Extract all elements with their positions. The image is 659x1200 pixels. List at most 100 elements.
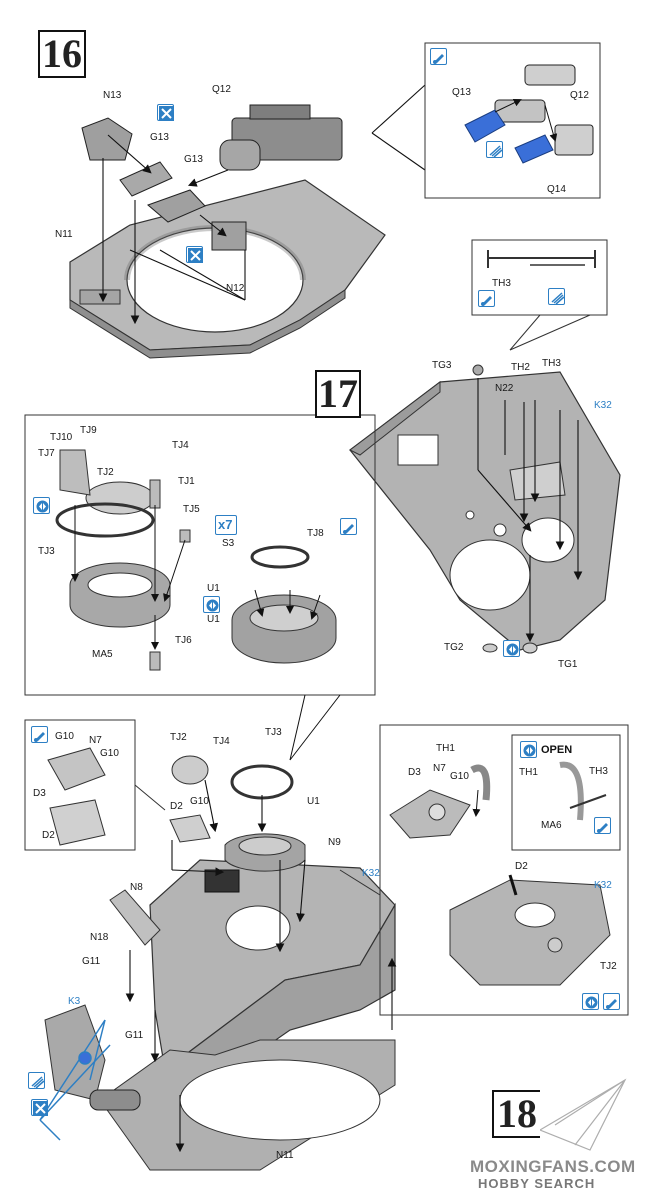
step-number-17: 17 bbox=[315, 370, 361, 418]
label-tj4: TJ4 bbox=[172, 440, 189, 451]
glue-icon bbox=[486, 141, 503, 158]
glue-icon bbox=[28, 1072, 45, 1089]
label-th2: TH2 bbox=[511, 362, 530, 373]
step-number-16: 16 bbox=[38, 30, 86, 78]
label-ma5: MA5 bbox=[92, 649, 113, 660]
step17-part-tg1 bbox=[522, 642, 538, 654]
paint-icon bbox=[603, 993, 620, 1010]
step16-turret-floor bbox=[69, 179, 386, 359]
label-n13: N13 bbox=[103, 90, 122, 101]
paint-icon bbox=[31, 726, 48, 743]
label-g10-inset: G10 bbox=[450, 771, 469, 782]
label-tj4-18: TJ4 bbox=[213, 736, 230, 747]
repeat-count: x7 bbox=[218, 517, 233, 532]
label-n11: N11 bbox=[55, 229, 73, 240]
label-n9: N9 bbox=[328, 837, 341, 848]
paint-icon bbox=[478, 290, 495, 307]
label-tg3: TG3 bbox=[432, 360, 452, 371]
inset-label-q12: Q12 bbox=[570, 90, 589, 101]
label-tg1: TG1 bbox=[558, 659, 578, 670]
label-th3-inset: TH3 bbox=[492, 278, 511, 289]
label-open: OPEN bbox=[541, 744, 573, 756]
label-n11-18: N11 bbox=[276, 1150, 294, 1161]
inset-label-q14: Q14 bbox=[547, 184, 566, 195]
label-ma6: MA6 bbox=[541, 820, 562, 831]
label-n22: N22 bbox=[495, 383, 514, 394]
inset-label-q13: Q13 bbox=[452, 87, 471, 98]
step17-leader-lines bbox=[477, 378, 583, 643]
label-tj2: TJ2 bbox=[97, 467, 114, 478]
label-g13-b: G13 bbox=[184, 154, 203, 165]
remove-icon bbox=[157, 104, 174, 121]
step16-part-g13 bbox=[119, 161, 247, 251]
label-g11-b: G11 bbox=[125, 1030, 144, 1041]
turn-over-icon bbox=[203, 596, 220, 613]
paint-icon bbox=[340, 518, 357, 535]
label-k32-18: K32 bbox=[362, 868, 380, 879]
watermark-line2: HOBBY SEARCH bbox=[478, 1176, 596, 1191]
step17-part-tg3 bbox=[472, 364, 484, 376]
label-k32-inset: K32 bbox=[594, 880, 612, 891]
step17-cupola-inset bbox=[24, 414, 376, 696]
label-tj1: TJ1 bbox=[178, 476, 195, 487]
step17-inset-lines bbox=[71, 505, 341, 761]
label-tj7: TJ7 bbox=[38, 448, 55, 459]
turn-over-icon bbox=[33, 497, 50, 514]
label-n8: N8 bbox=[130, 882, 143, 893]
label-tg2: TG2 bbox=[444, 642, 464, 653]
step16-gun-q12 bbox=[219, 104, 343, 171]
label-d2: D2 bbox=[170, 801, 183, 812]
label-tj3-18: TJ3 bbox=[265, 727, 282, 738]
label-tj6: TJ6 bbox=[175, 635, 192, 646]
remove-icon bbox=[186, 246, 203, 263]
step18-leader-lines bbox=[125, 779, 397, 1153]
step-number-18: 18 bbox=[492, 1090, 540, 1138]
label-th1-b: TH1 bbox=[519, 767, 538, 778]
label-g10-b: G10 bbox=[100, 748, 119, 759]
label-tj8: TJ8 bbox=[307, 528, 324, 539]
repeat-icon: x7 bbox=[215, 515, 237, 535]
watermark-logo bbox=[538, 1078, 627, 1151]
paint-icon bbox=[594, 817, 611, 834]
label-g10-a: G10 bbox=[55, 731, 74, 742]
step16-inset bbox=[424, 42, 601, 199]
label-n7-inset: N7 bbox=[433, 763, 446, 774]
label-n12: N12 bbox=[226, 283, 245, 294]
label-d3: D3 bbox=[33, 788, 46, 799]
glue-icon bbox=[548, 288, 565, 305]
label-g13-a: G13 bbox=[150, 132, 169, 143]
turn-over-icon bbox=[582, 993, 599, 1010]
watermark-line1: MOXINGFANS.COM bbox=[470, 1157, 636, 1176]
label-th3-inset: TH3 bbox=[589, 766, 608, 777]
label-s3: S3 bbox=[222, 538, 235, 549]
label-d2-small: D2 bbox=[42, 830, 55, 841]
label-tj5: TJ5 bbox=[183, 504, 200, 515]
label-u1-18: U1 bbox=[307, 796, 320, 807]
label-th1: TH1 bbox=[436, 743, 455, 754]
turn-over-icon bbox=[503, 640, 520, 657]
label-n18: N18 bbox=[90, 932, 109, 943]
label-tj9: TJ9 bbox=[80, 425, 97, 436]
label-q12: Q12 bbox=[212, 84, 231, 95]
label-d3-inset: D3 bbox=[408, 767, 421, 778]
label-g10-c: G10 bbox=[190, 796, 209, 807]
step18-k3-guide bbox=[39, 1019, 111, 1141]
label-tj2-inset: TJ2 bbox=[600, 961, 617, 972]
label-tj2-18: TJ2 bbox=[170, 732, 187, 743]
step18-inset-callout bbox=[339, 869, 381, 896]
label-u1-a: U1 bbox=[207, 583, 220, 594]
step16-leader-lines bbox=[98, 84, 426, 325]
step17-part-tg2 bbox=[482, 643, 498, 653]
label-tj10: TJ10 bbox=[50, 432, 73, 443]
label-tj3: TJ3 bbox=[38, 546, 55, 557]
open-icon bbox=[520, 741, 537, 758]
remove-icon bbox=[31, 1099, 48, 1116]
label-th3: TH3 bbox=[542, 358, 561, 369]
label-k3: K3 bbox=[68, 996, 81, 1007]
label-k32: K32 bbox=[594, 400, 612, 411]
label-n7: N7 bbox=[89, 735, 102, 746]
step18-turret bbox=[44, 755, 396, 1171]
label-g11-a: G11 bbox=[82, 956, 101, 967]
